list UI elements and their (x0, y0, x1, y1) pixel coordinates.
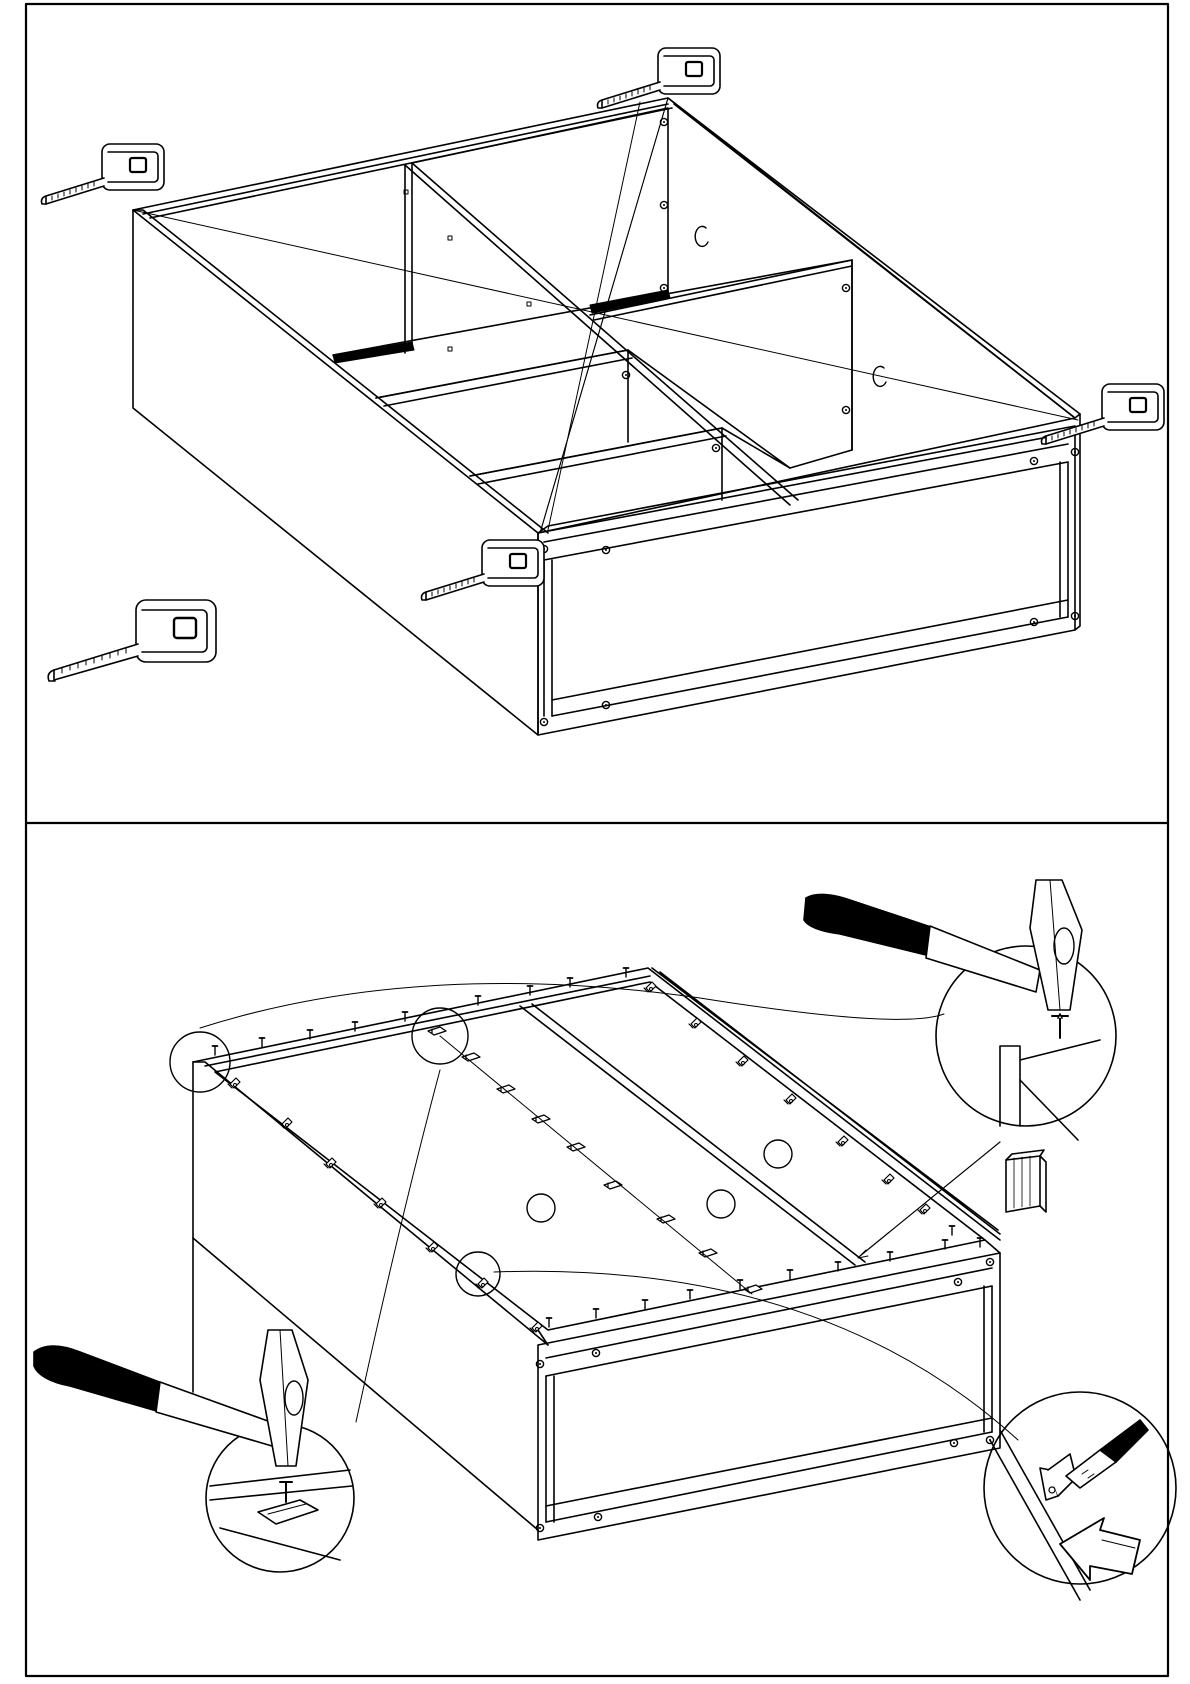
panel-2-callout-lines (200, 983, 1018, 1440)
direction-arrow-icon (1060, 1518, 1140, 1580)
hammer-icon-bottom (34, 1330, 308, 1466)
page-border (26, 4, 1168, 1676)
spacer-block-icon (1006, 1150, 1046, 1212)
panel-2-clips (428, 1027, 762, 1294)
panel-1-dividers (333, 108, 1079, 726)
panel-1-frame-box (133, 98, 1080, 735)
hammer-icon-top (804, 880, 1082, 1010)
panel-1-tape-measure-icons (42, 48, 1165, 681)
panel-2-frame-box (193, 968, 1000, 1540)
panel-2-brackets (228, 982, 930, 1332)
